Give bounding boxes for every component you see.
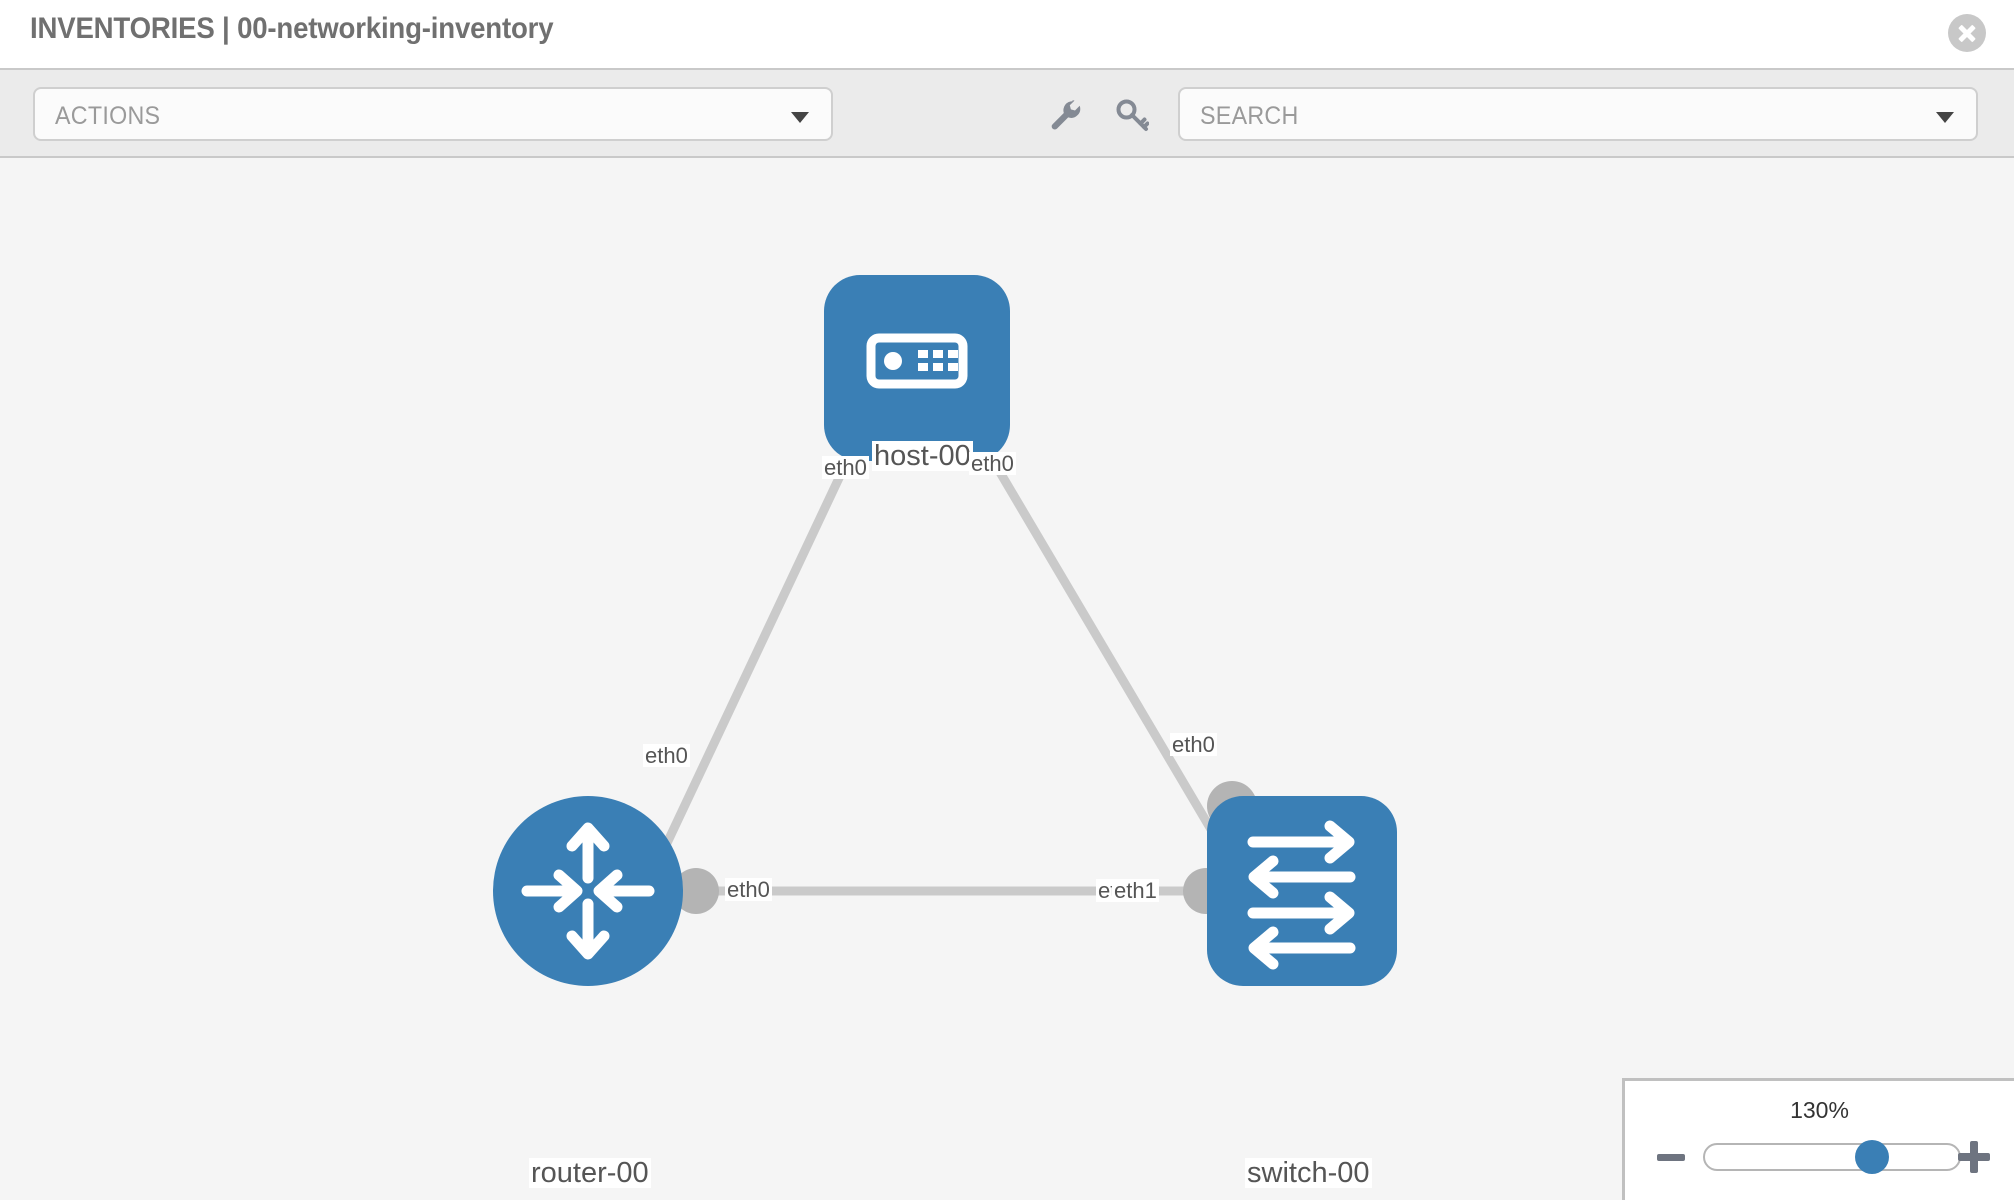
iface-label-router00-eth0-up: eth0 [643,743,690,768]
zoom-slider-thumb[interactable] [1855,1140,1889,1174]
toolbar: ACTIONS SEARCH [0,68,2014,158]
node-switch-00 [1207,796,1397,986]
key-icon[interactable] [1115,98,1150,132]
search-input[interactable]: SEARCH [1178,87,1978,141]
node-label-host-00: host-00 [872,440,973,472]
zoom-out-button[interactable] [1657,1143,1685,1171]
iface-label-host00-eth0-left: eth0 [822,455,869,480]
iface-label-host00-eth0-right: eth0 [969,451,1016,476]
topology-canvas[interactable]: host-00 router-00 switch-00 eth0 eth0 et… [0,158,2014,1200]
node-router-00 [493,796,683,986]
zoom-control-panel: 130% [1622,1078,2014,1200]
minus-icon [1657,1154,1685,1161]
switch-arrows-icon [1247,820,1356,970]
link-host00-router00 [655,406,877,860]
zoom-level-label: 130% [1790,1097,1849,1123]
link-host00-switch00 [958,405,1226,851]
topology-graph [493,275,1397,986]
node-label-router-00: router-00 [529,1157,651,1189]
chevron-down-icon [1936,112,1954,123]
iface-label-router00-eth0: eth0 [725,877,772,902]
actions-dropdown-label: ACTIONS [55,102,161,130]
chevron-down-icon [791,112,809,123]
node-label-switch-00: switch-00 [1245,1157,1372,1189]
zoom-slider[interactable] [1703,1140,1961,1174]
link-group [655,405,1226,896]
iface-label-switch00-eth1: eth1 [1112,878,1159,903]
page-title: INVENTORIES | 00-networking-inventory [30,12,554,45]
plus-icon-vertical [1970,1141,1978,1173]
zoom-in-button[interactable] [1958,1141,1990,1173]
server-icon [866,333,968,389]
iface-router00-eth0 [673,868,719,914]
search-placeholder: SEARCH [1200,102,1299,130]
actions-dropdown[interactable]: ACTIONS [33,87,833,141]
window-header: INVENTORIES | 00-networking-inventory [0,0,2014,68]
node-host-00 [824,275,1010,461]
close-circle-icon[interactable] [1948,14,1986,52]
iface-label-switch00-eth0-up: eth0 [1170,732,1217,757]
wrench-icon[interactable] [1048,98,1082,132]
router-arrows-icon [521,822,655,960]
